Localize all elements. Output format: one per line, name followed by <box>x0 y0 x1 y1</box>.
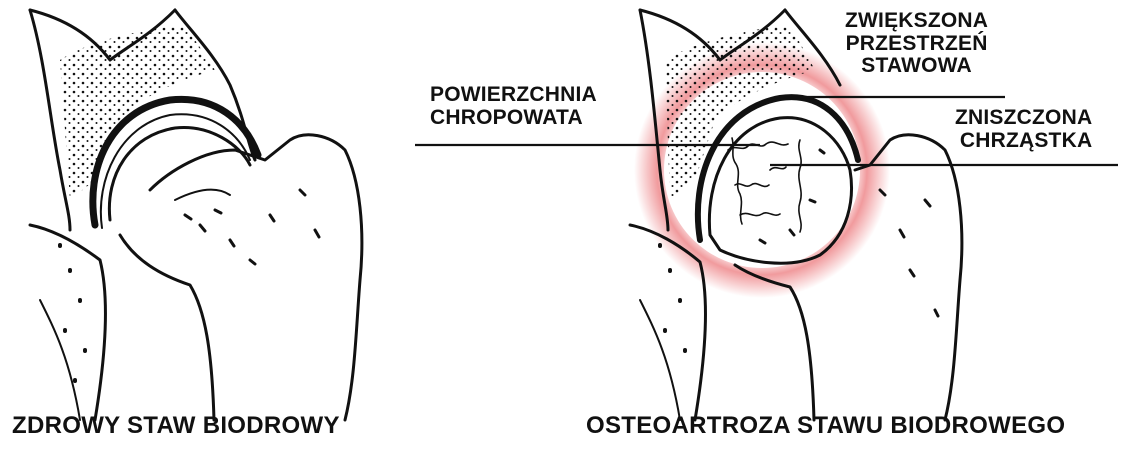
increased-space-label-line-2: PRZESTRZEŃ <box>845 33 988 56</box>
damaged-cartilage-label: ZNISZCZONA CHRZĄSTKA <box>955 107 1092 152</box>
increased-space-label-line-3: STAWOWA <box>845 55 988 78</box>
osteoarthritis-hip-caption: OSTEOARTROZA STAWU BIODROWEGO <box>586 412 1065 440</box>
rough-surface-label-line-2: CHROPOWATA <box>430 107 597 130</box>
damaged-cartilage-label-line-1: ZNISZCZONA <box>955 107 1092 130</box>
increased-joint-space-label: ZWIĘKSZONA PRZESTRZEŃ STAWOWA <box>845 10 988 78</box>
damaged-cartilage-label-line-2: CHRZĄSTKA <box>955 130 1092 153</box>
increased-space-label-line-1: ZWIĘKSZONA <box>845 10 988 33</box>
healthy-hip-drawing <box>30 10 362 420</box>
rough-surface-label-line-1: POWIERZCHNIA <box>430 84 597 107</box>
rough-surface-label: POWIERZCHNIA CHROPOWATA <box>430 84 597 129</box>
healthy-hip-caption: ZDROWY STAW BIODROWY <box>12 412 340 440</box>
